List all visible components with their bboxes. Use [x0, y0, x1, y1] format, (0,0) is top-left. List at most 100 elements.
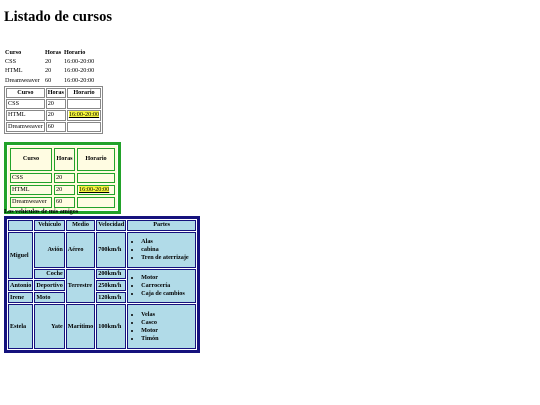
cell-curso: HTML [6, 110, 45, 121]
table-row: CSS 20 [10, 173, 115, 184]
cell-horas: 60 [45, 121, 66, 132]
header-curso: Curso [10, 148, 52, 171]
list-item: Casco [141, 319, 194, 327]
cell-curso: HTML [10, 185, 52, 196]
table-header-row: Vehículo Medio Velocidad Partes [8, 220, 197, 231]
cell-horario: 16:00-20:00 [64, 76, 95, 84]
header-horario: Horario [77, 148, 115, 171]
highlighted-schedule: 16:00-20:00 [79, 186, 110, 194]
header-curso: Curso [5, 49, 22, 56]
table-row: HTML 20 16:00-20:00 [10, 185, 115, 196]
parts-list: Motor Carrocería Caja de cambios [129, 274, 194, 298]
speed-avion: 700km/h [96, 232, 127, 268]
parts-list: Alas cabina Tren de aterrizaje [129, 238, 194, 262]
list-item: Tren de aterrizaje [141, 254, 194, 262]
table-row: Dreamweaver 60 [10, 197, 115, 208]
vehicle-yate: Yate [34, 304, 65, 350]
table-row: HTML 20 16:00-20:00 [6, 110, 102, 121]
table-header-row: Curso Horas Horario [10, 148, 115, 171]
vehicle-moto: Moto [34, 292, 65, 304]
courses-table-green: Curso Horas Horario CSS 20 HTML 20 16:00… [8, 146, 117, 210]
header-partes: Partes [127, 220, 197, 231]
speed-deportivo: 250km/h [96, 280, 127, 292]
medium-terrestre: Terrestre [65, 269, 96, 304]
owner-miguel: Miguel [8, 232, 34, 280]
owner-antonio: Antonio [8, 280, 34, 292]
list-item: Alas [141, 238, 194, 246]
header-curso: Curso [6, 88, 45, 99]
vehicle-avion: Avión [34, 232, 65, 268]
medium-aereo: Aéreo [65, 232, 96, 268]
courses-table-plain: Curso Horas Horario CSS 20 16:00-20:00 H… [4, 48, 102, 86]
header-horas: Horas [45, 49, 62, 56]
highlighted-schedule: 16:00-20:00 [68, 111, 100, 119]
page-title: Listado de cursos [4, 9, 112, 25]
table-row: HTML 20 16:00-20:00 [5, 67, 101, 75]
table-row: Antonio Deportivo 250km/h [8, 280, 196, 292]
cell-horas: 20 [45, 110, 66, 121]
header-horas: Horas [45, 88, 66, 99]
list-item: Motor [141, 274, 194, 282]
header-empty [8, 220, 34, 231]
cell-horas: 20 [54, 173, 75, 184]
cell-curso: Dreamweaver [10, 197, 52, 208]
cell-horas: 60 [54, 197, 75, 208]
table-row: Miguel Avión Aéreo 700km/h Alas cabina T… [8, 232, 197, 280]
list-item: Velas [141, 311, 194, 319]
cell-curso: HTML [5, 67, 23, 75]
list-item: cabina [141, 246, 194, 254]
list-item: Timón [141, 335, 194, 343]
cell-horario [77, 173, 115, 184]
cell-horario [66, 121, 102, 132]
medium-maritimo: Marítimo [65, 304, 96, 350]
table-row: CSS 20 [6, 99, 102, 110]
cell-curso: Dreamweaver [5, 76, 40, 84]
parts-avion: Alas cabina Tren de aterrizaje [127, 232, 197, 268]
owner-estela: Estela [8, 304, 34, 350]
parts-coche: Motor Carrocería Caja de cambios [127, 269, 197, 304]
cell-curso: CSS [10, 173, 52, 184]
table-row: CSS 20 16:00-20:00 [5, 58, 101, 66]
cell-horario [66, 99, 102, 110]
parts-list: Velas Casco Motor Timón [129, 311, 194, 343]
vehicles-table: Vehículo Medio Velocidad Partes Miguel A… [4, 216, 201, 354]
header-horario: Horario [66, 88, 102, 99]
speed-moto: 120km/h [96, 292, 127, 304]
parts-yate: Velas Casco Motor Timón [127, 304, 197, 350]
header-vehiculo: Vehículo [34, 220, 65, 231]
list-item: Motor [141, 327, 194, 335]
table-header-row: Curso Horas Horario [6, 88, 102, 99]
courses-table-bordered: Curso Horas Horario CSS 20 HTML 20 16:00… [4, 86, 104, 134]
vehicle-deportivo: Deportivo [34, 280, 65, 292]
list-item: Caja de cambios [141, 290, 194, 298]
table-row: Irene Moto 120km/h [8, 292, 196, 304]
table-row: Coche Terrestre 200km/h Motor Carrocería… [8, 269, 197, 304]
table-header-row: Curso Horas Horario [5, 49, 101, 57]
cell-horas: 20 [45, 67, 52, 75]
speed-yate: 100km/h [96, 304, 127, 350]
cell-horas: 60 [45, 76, 52, 84]
cell-horario: 16:00-20:00 [64, 67, 95, 75]
speed-coche: 200km/h [96, 269, 127, 280]
courses-table-green-frame: Curso Horas Horario CSS 20 HTML 20 16:00… [4, 142, 121, 214]
cell-curso: CSS [6, 99, 45, 110]
vehicle-coche: Coche [34, 269, 65, 280]
table-row: Dreamweaver 60 16:00-20:00 [5, 77, 101, 85]
cell-horario: 16:00-20:00 [64, 58, 95, 66]
table-row: Estela Yate Marítimo 100km/h Velas Casco… [8, 304, 197, 350]
cell-curso: CSS [5, 58, 17, 66]
header-horas: Horas [54, 148, 75, 171]
header-medio: Medio [65, 220, 96, 231]
cell-horas: 20 [45, 58, 52, 66]
header-velocidad: Velocidad [96, 220, 127, 231]
list-item: Carrocería [141, 282, 194, 290]
cell-horario [77, 197, 115, 208]
cell-curso: Dreamweaver [6, 121, 45, 132]
cell-horario-highlighted: 16:00-20:00 [66, 110, 102, 121]
header-horario: Horario [64, 49, 86, 56]
cell-horas: 20 [45, 99, 66, 110]
cell-horas: 20 [54, 185, 75, 196]
table-row: Dreamweaver 60 [6, 121, 102, 132]
cell-horario-highlighted: 16:00-20:00 [77, 185, 115, 196]
vehicles-caption: Los vehículos de mis amigos [4, 208, 79, 215]
